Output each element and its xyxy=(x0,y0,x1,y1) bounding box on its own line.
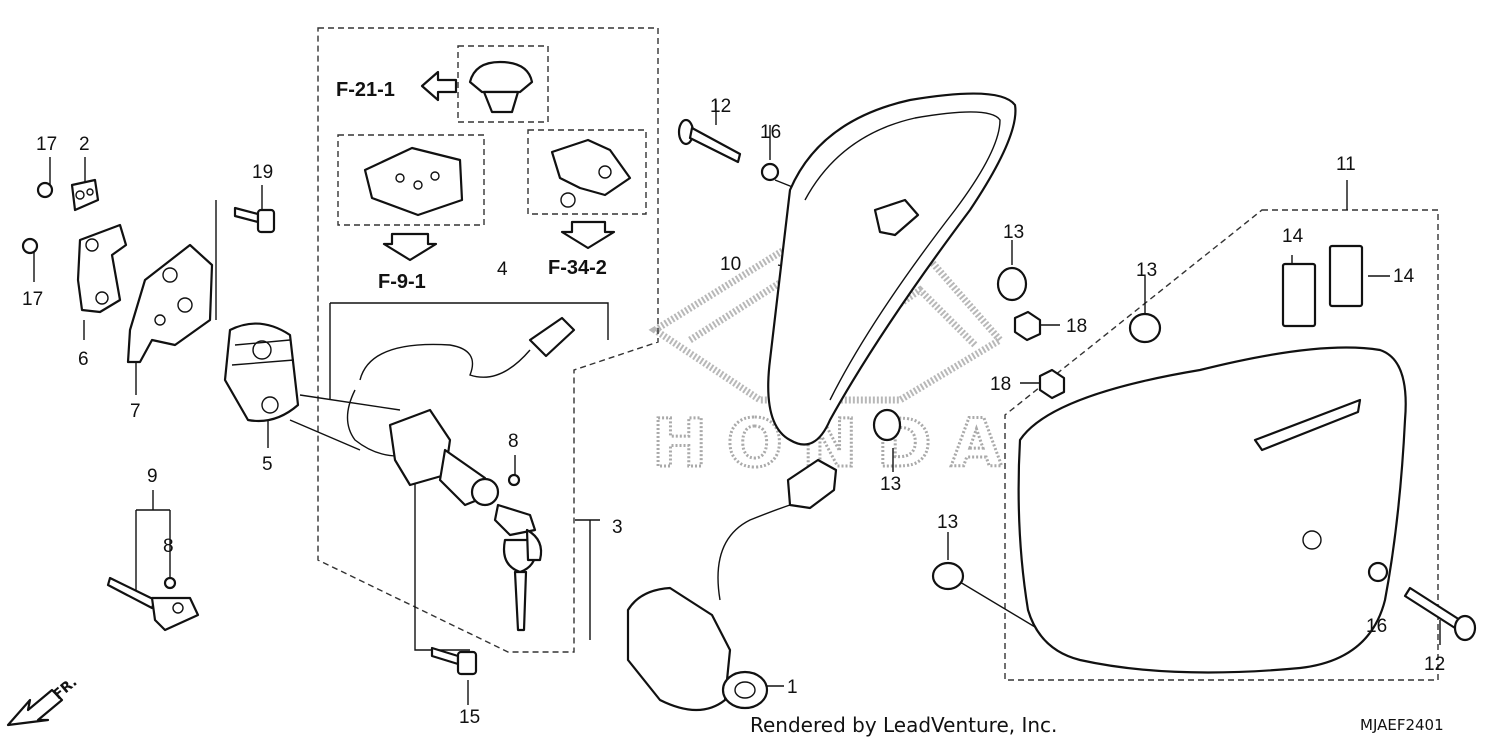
label-12-lower: 12 xyxy=(1424,654,1445,675)
grommet-13-a[interactable] xyxy=(996,266,1028,302)
label-2: 2 xyxy=(79,134,90,155)
label-13-a: 13 xyxy=(1003,222,1024,243)
bolt-19[interactable] xyxy=(233,206,276,234)
bolt-12-lower[interactable] xyxy=(1403,586,1477,642)
part-number-labels: 1 2 3 4 5 6 7 8 8 9 10 11 12 12 13 13 13… xyxy=(22,96,1445,728)
label-8-upper: 8 xyxy=(508,431,519,452)
label-18-lower: 18 xyxy=(990,374,1011,395)
nut-18-upper[interactable] xyxy=(1013,310,1042,342)
key-9[interactable] xyxy=(106,576,200,632)
label-13-d: 13 xyxy=(937,512,958,533)
ignition-switch-group-box xyxy=(317,27,659,653)
label-14-left: 14 xyxy=(1282,226,1304,247)
bracket-7[interactable] xyxy=(126,243,214,364)
label-11: 11 xyxy=(1336,154,1356,175)
side-cover-group-box xyxy=(1004,209,1439,681)
grommet-f21[interactable] xyxy=(468,60,534,114)
label-17-lower: 17 xyxy=(22,289,43,310)
label-14-right: 14 xyxy=(1393,266,1415,287)
label-6: 6 xyxy=(78,349,89,370)
bolt-12-upper[interactable] xyxy=(677,118,742,164)
coil-1[interactable] xyxy=(626,458,838,711)
label-1: 1 xyxy=(787,677,798,698)
plate-6[interactable] xyxy=(76,223,128,314)
f34-group-box xyxy=(527,129,647,215)
bracket-2[interactable] xyxy=(70,178,100,212)
label-15: 15 xyxy=(459,707,480,728)
label-18-upper: 18 xyxy=(1066,316,1087,337)
label-9: 9 xyxy=(147,466,158,487)
nut-18-lower[interactable] xyxy=(1038,368,1066,400)
label-3: 3 xyxy=(612,517,623,538)
bolt-17-upper[interactable] xyxy=(36,181,54,199)
bolt-17-lower[interactable] xyxy=(21,237,39,255)
rendered-by-credit: Rendered by LeadVenture, Inc. xyxy=(750,713,1057,737)
label-7: 7 xyxy=(130,401,141,422)
ref-f9-1[interactable]: F-9-1 xyxy=(378,271,426,293)
block-f34[interactable] xyxy=(550,138,632,208)
emblem-14-left[interactable] xyxy=(1281,262,1317,328)
label-12-upper: 12 xyxy=(710,96,731,117)
grommet-13-b[interactable] xyxy=(1128,312,1162,344)
label-19: 19 xyxy=(252,162,273,183)
washer-8-lower[interactable] xyxy=(163,576,177,590)
diagram-code: MJAEF2401 xyxy=(1360,716,1444,734)
label-13-b: 13 xyxy=(1136,260,1157,281)
block-f9[interactable] xyxy=(363,146,464,217)
label-8-lower: 8 xyxy=(163,536,174,557)
ref-f34-2[interactable]: F-34-2 xyxy=(548,257,607,279)
ignition-switch-4[interactable] xyxy=(346,316,576,537)
lock-case-5[interactable] xyxy=(223,322,300,423)
ref-f21-1[interactable]: F-21-1 xyxy=(336,79,395,101)
arrow-f9[interactable] xyxy=(382,232,438,262)
grommet-13-d[interactable] xyxy=(931,561,965,591)
grommet-13-c[interactable] xyxy=(872,408,902,442)
label-10: 10 xyxy=(720,254,741,275)
label-5: 5 xyxy=(262,454,273,475)
label-13-c: 13 xyxy=(880,474,901,495)
label-4: 4 xyxy=(497,259,508,280)
side-cover-11[interactable] xyxy=(1017,346,1407,674)
emblem-14-right[interactable] xyxy=(1328,244,1364,308)
side-cover-10[interactable] xyxy=(767,92,1017,446)
washer-8-upper[interactable] xyxy=(507,473,521,487)
key-set[interactable] xyxy=(502,528,543,632)
arrow-f34[interactable] xyxy=(560,220,616,250)
front-direction-arrow: FR. xyxy=(6,674,80,727)
f21-group-box xyxy=(457,45,549,123)
arrow-f21[interactable] xyxy=(420,70,458,102)
bolt-15[interactable] xyxy=(430,646,478,676)
washer-16-lower[interactable] xyxy=(1367,561,1389,583)
label-17-upper: 17 xyxy=(36,134,57,155)
f9-group-box xyxy=(337,134,485,226)
label-16-lower: 16 xyxy=(1366,616,1387,637)
label-16-upper: 16 xyxy=(760,122,781,143)
washer-16-upper[interactable] xyxy=(760,162,780,182)
